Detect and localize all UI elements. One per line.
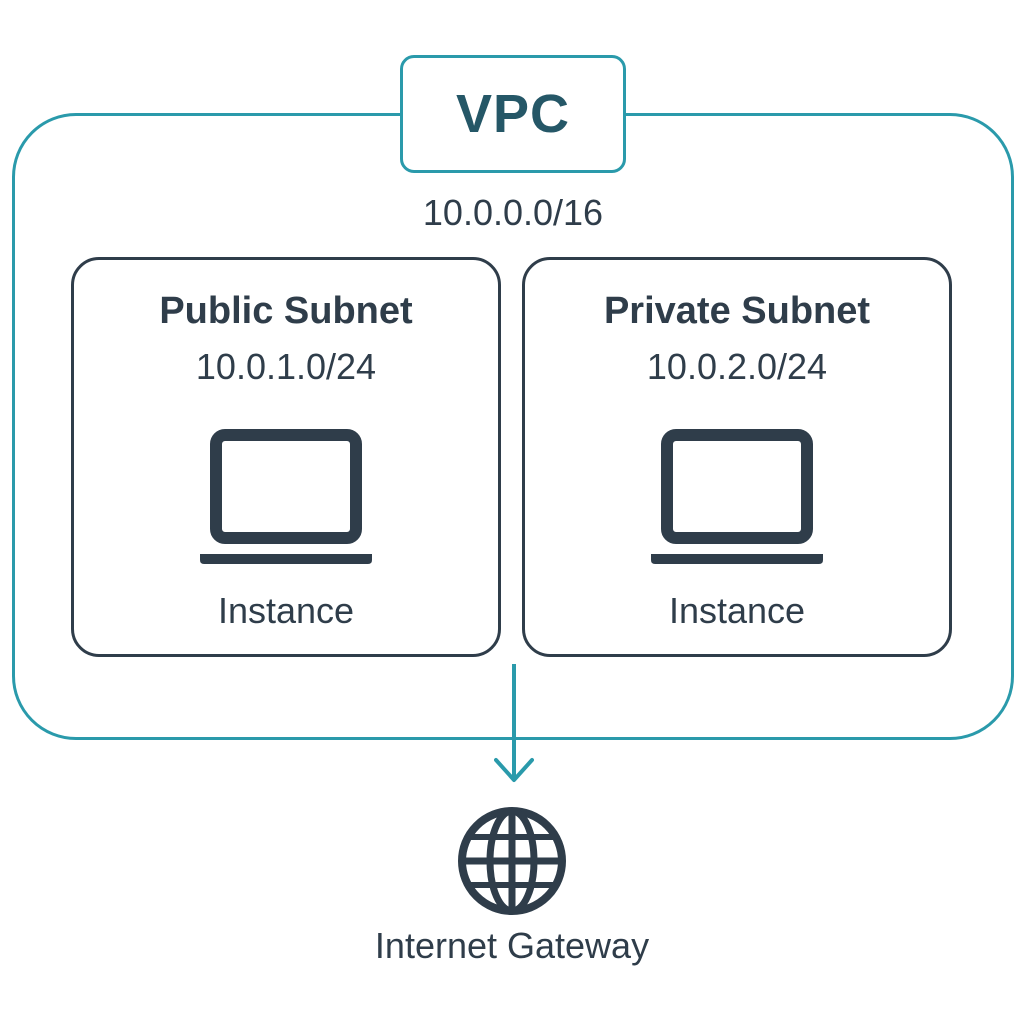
vpc-label: VPC — [455, 84, 571, 144]
globe-icon — [458, 807, 566, 915]
connector-arrow — [494, 664, 534, 782]
laptop-icon — [651, 429, 823, 564]
internet-gateway-label: Internet Gateway — [374, 925, 650, 966]
private-subnet: Private Subnet 10.0.2.0/24 Instance — [522, 257, 952, 657]
vpc-cidr: 10.0.0.0/16 — [422, 192, 604, 233]
public-subnet-title: Public Subnet — [159, 290, 413, 332]
private-instance-label: Instance — [668, 590, 806, 631]
private-subnet-cidr: 10.0.2.0/24 — [646, 346, 828, 387]
private-subnet-title: Private Subnet — [603, 290, 871, 332]
laptop-icon — [200, 429, 372, 564]
public-subnet: Public Subnet 10.0.1.0/24 Instance — [71, 257, 501, 657]
public-instance-label: Instance — [217, 590, 355, 631]
public-subnet-cidr: 10.0.1.0/24 — [195, 346, 377, 387]
vpc-label-box: VPC — [400, 55, 626, 173]
